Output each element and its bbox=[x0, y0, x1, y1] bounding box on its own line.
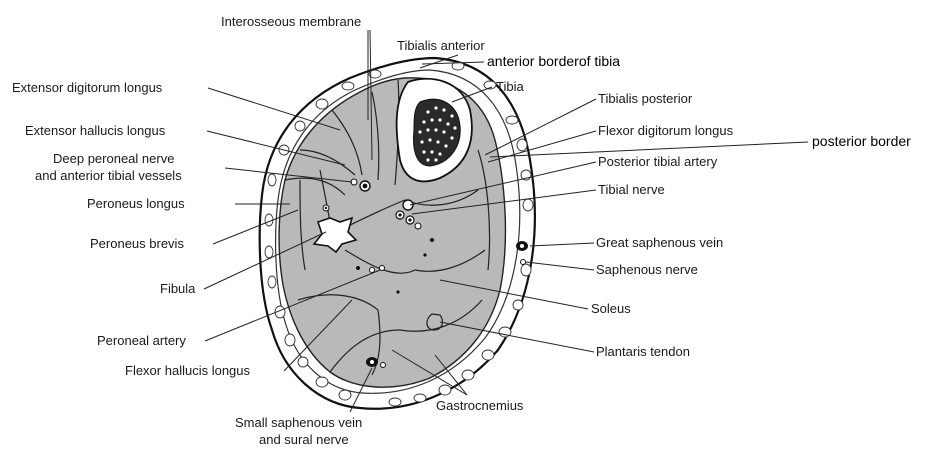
label-interosseous-membrane: Interosseous membrane bbox=[221, 14, 361, 29]
label-great-saphenous-vein: Great saphenous vein bbox=[596, 235, 723, 250]
label-peroneus-longus: Peroneus longus bbox=[87, 196, 185, 211]
structure-labels: Interosseous membrane Tibialis anterior … bbox=[12, 14, 911, 447]
label-tibia: Tibia bbox=[496, 79, 524, 94]
label-gastrocnemius: Gastrocnemius bbox=[436, 398, 524, 413]
label-peroneal-artery: Peroneal artery bbox=[97, 333, 186, 348]
label-fibula: Fibula bbox=[160, 281, 196, 296]
label-tibialis-anterior: Tibialis anterior bbox=[397, 38, 485, 53]
label-deep-peroneal-nerve: Deep peroneal nerve bbox=[53, 151, 174, 166]
label-extensor-digitorum-longus: Extensor digitorum longus bbox=[12, 80, 163, 95]
label-plantaris-tendon: Plantaris tendon bbox=[596, 344, 690, 359]
fibula-bone bbox=[312, 216, 358, 254]
label-tibialis-posterior: Tibialis posterior bbox=[598, 91, 693, 106]
label-posterior-border: posterior border bbox=[812, 133, 911, 149]
label-anterior-tibial-vessels: and anterior tibial vessels bbox=[35, 168, 182, 183]
label-flexor-hallucis-longus: Flexor hallucis longus bbox=[125, 363, 251, 378]
label-extensor-hallucis-longus: Extensor hallucis longus bbox=[25, 123, 166, 138]
leader-lines bbox=[203, 29, 809, 413]
label-flexor-digitorum-longus: Flexor digitorum longus bbox=[598, 123, 734, 138]
label-tibial-nerve: Tibial nerve bbox=[598, 182, 665, 197]
label-peroneus-brevis: Peroneus brevis bbox=[90, 236, 184, 251]
label-sural-nerve: and sural nerve bbox=[259, 432, 349, 447]
label-saphenous-nerve: Saphenous nerve bbox=[596, 262, 698, 277]
tibia-bone bbox=[395, 77, 473, 183]
label-posterior-tibial-artery: Posterior tibial artery bbox=[598, 154, 718, 169]
label-anterior-border-of-tibia: anterior borderof tibia bbox=[487, 53, 620, 69]
label-small-saphenous-vein: Small saphenous vein bbox=[235, 415, 362, 430]
label-soleus: Soleus bbox=[591, 301, 631, 316]
